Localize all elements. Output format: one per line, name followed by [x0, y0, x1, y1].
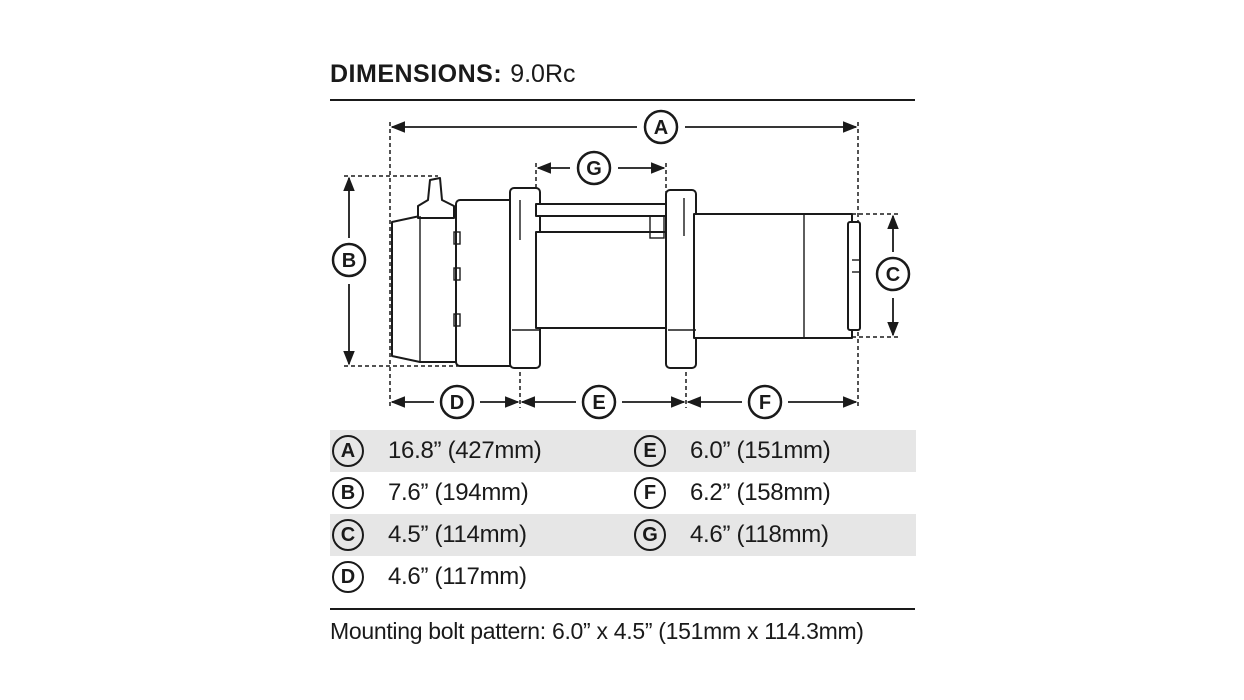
mounting-bolt-pattern: Mounting bolt pattern: 6.0” x 4.5” (151m…	[330, 618, 864, 644]
label-g: G	[586, 158, 602, 180]
control-pack	[391, 215, 457, 363]
drum	[535, 231, 669, 329]
dimension-value: 6.0” (151mm)	[690, 437, 831, 464]
label-c-badge: C	[875, 256, 911, 292]
dimension-value: 4.6” (118mm)	[690, 521, 829, 548]
dimension-entry: A 16.8” (427mm)	[332, 430, 542, 472]
dimension-value: 6.2” (158mm)	[690, 479, 831, 506]
dimension-value: 7.6” (194mm)	[388, 479, 529, 506]
label-f-badge: F	[747, 384, 783, 420]
letter-badge: C	[332, 519, 364, 551]
dimension-entry: C 4.5” (114mm)	[332, 514, 527, 556]
top-rule	[330, 99, 915, 101]
table-row: B 7.6” (194mm) F 6.2” (158mm)	[330, 472, 916, 514]
winch-details	[419, 198, 860, 362]
letter-badge: F	[634, 477, 666, 509]
diagram-labels: A B C D E F G	[331, 109, 911, 420]
dimension-entry: D 4.6” (117mm)	[332, 556, 527, 598]
dimension-entry: G 4.6” (118mm)	[634, 514, 829, 556]
dimension-entry: F 6.2” (158mm)	[634, 472, 831, 514]
letter-badge: D	[332, 561, 364, 593]
label-b: B	[342, 250, 356, 272]
letter-badge: A	[332, 435, 364, 467]
letter-badge: B	[332, 477, 364, 509]
bottom-rule	[330, 608, 915, 610]
end-plate-right	[665, 189, 697, 369]
dimensions-table: A 16.8” (427mm) E 6.0” (151mm) B 7.6” (1…	[330, 430, 916, 598]
label-d: D	[450, 392, 464, 414]
label-e: E	[592, 392, 605, 414]
tie-bar	[535, 203, 669, 217]
label-b-badge: B	[331, 242, 367, 278]
dimension-value: 16.8” (427mm)	[388, 437, 542, 464]
label-f: F	[759, 392, 771, 414]
label-e-badge: E	[581, 384, 617, 420]
motor-end-cap	[847, 221, 861, 331]
letter-badge: E	[634, 435, 666, 467]
dimension-value: 4.5” (114mm)	[388, 521, 527, 548]
gear-housing	[455, 199, 519, 367]
table-row: C 4.5” (114mm) G 4.6” (118mm)	[330, 514, 916, 556]
label-d-badge: D	[439, 384, 475, 420]
dimension-entry: E 6.0” (151mm)	[634, 430, 831, 472]
remote-socket	[417, 177, 455, 219]
label-a-badge: A	[643, 109, 679, 145]
winch-dimension-diagram: A B C D E F G	[331, 109, 911, 420]
dimension-entry: B 7.6” (194mm)	[332, 472, 529, 514]
label-g-badge: G	[576, 150, 612, 186]
dimension-value: 4.6” (117mm)	[388, 563, 527, 590]
label-c: C	[886, 264, 900, 286]
table-row: D 4.6” (117mm)	[330, 556, 916, 598]
title-heading: DIMENSIONS:	[330, 60, 503, 88]
model-name: 9.0Rc	[510, 60, 576, 88]
table-row: A 16.8” (427mm) E 6.0” (151mm)	[330, 430, 916, 472]
dimension-lines	[343, 121, 899, 408]
label-a: A	[654, 117, 668, 139]
page-title: DIMENSIONS:9.0Rc	[330, 60, 576, 88]
winch-body	[391, 177, 861, 369]
motor	[693, 213, 853, 339]
letter-badge: G	[634, 519, 666, 551]
